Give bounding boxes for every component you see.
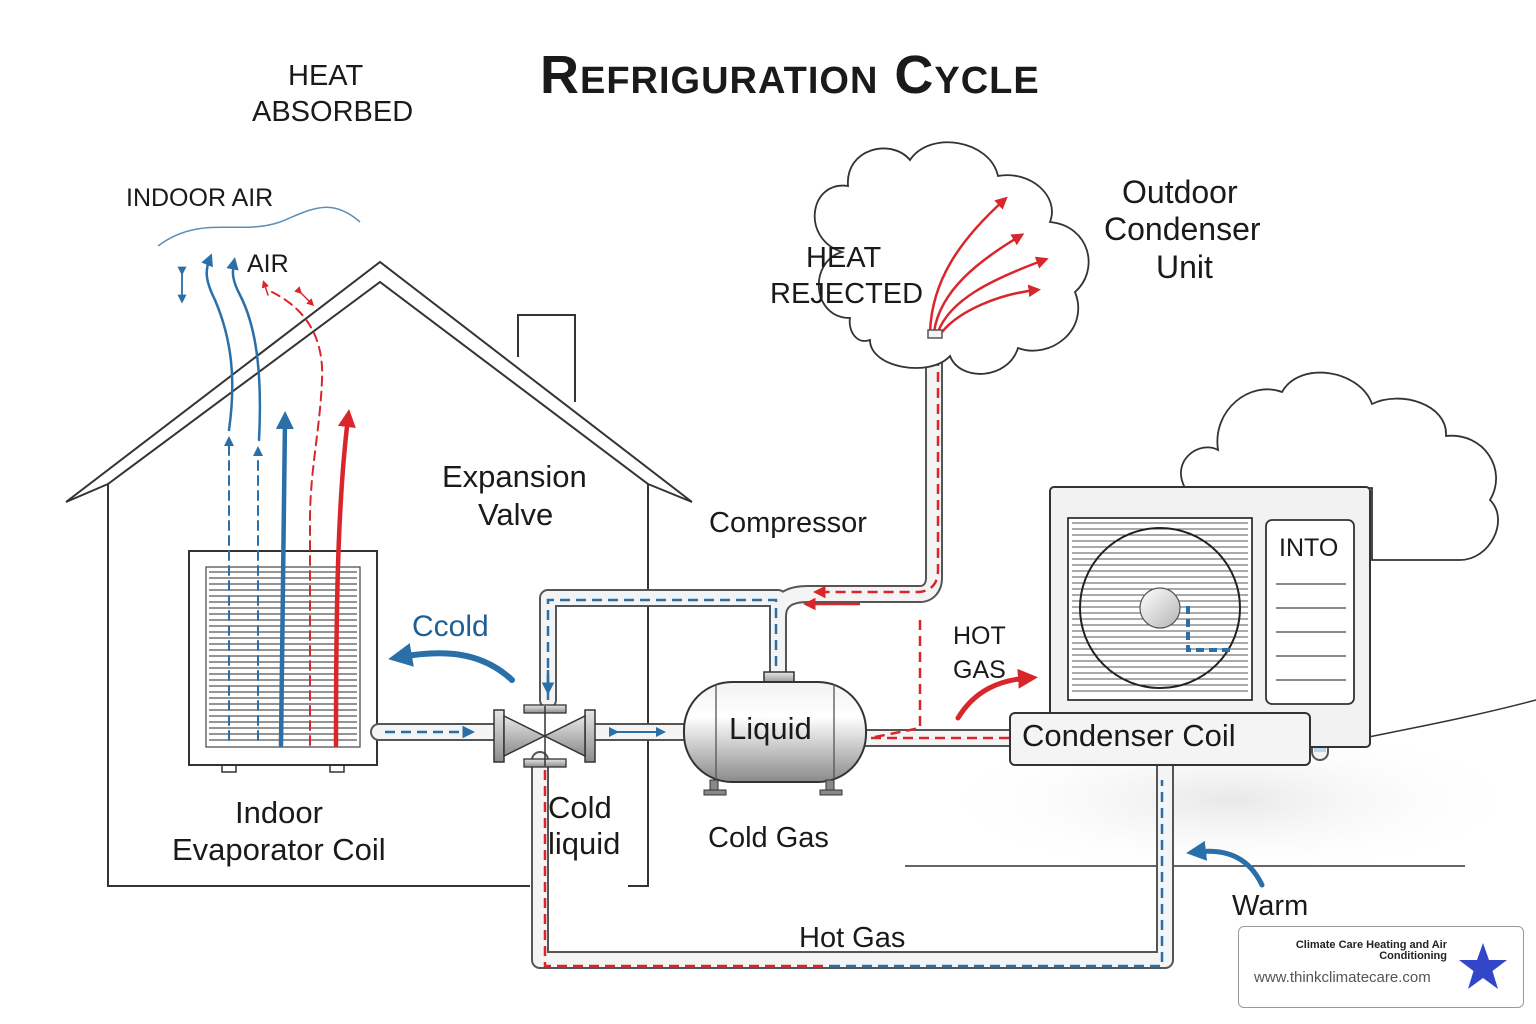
cold-label: Ccold [412,610,489,643]
indoor-air-wave [157,206,361,247]
cold-arrow [388,643,515,683]
hot-gas-bottom-label: Hot Gas [799,922,906,954]
indoor-air-arrows [177,253,356,748]
heat-absorbed-label-2: ABSORBED [252,96,414,128]
brand-url[interactable]: www.thinkclimatecare.com [1254,969,1431,986]
outdoor-unit-label-3: Unit [1156,249,1213,285]
outdoor-unit-label-2: Condenser [1104,211,1261,247]
indoor-coil-label-2: Evaporator Coil [172,832,386,867]
outdoor-cloud [1180,371,1499,561]
expansion-valve-label-1: Expansion [442,459,587,494]
liquid-receiver-tank [683,671,867,796]
outdoor-unit-label-1: Outdoor [1122,174,1238,210]
expansion-valve [493,704,596,768]
into-label: INTO [1279,534,1339,562]
star-icon [1459,943,1507,989]
cold-liquid-label-2: liquid [548,826,621,861]
liquid-label: Liquid [729,711,812,746]
heat-rejected-label-1: HEAT [806,242,882,274]
heat-absorbed-label-1: HEAT [288,60,364,92]
hot-gas-label-2: GAS [953,656,1006,684]
outdoor-condenser-unit [1049,486,1371,748]
indoor-air-label: INDOOR AIR [126,184,274,212]
heat-rejected-pipe-top [927,329,943,339]
heat-rejected-label-2: REJECTED [770,278,924,310]
condenser-coil-label: Condenser Coil [1022,718,1236,753]
hot-gas-label-1: HOT [953,622,1006,650]
brand-name: Climate Care Heating and Air Conditionin… [1295,939,1447,962]
house [65,260,693,887]
hot-gas-arrow [955,668,1038,721]
cold-liquid-label-1: Cold [548,790,612,825]
brand-card[interactable]: Climate Care Heating and Air Conditionin… [1238,926,1524,1008]
compressor-label: Compressor [709,507,867,539]
indoor-coil-label-1: Indoor [235,795,323,830]
air-label: AIR [247,250,289,278]
heat-rejected-cloud [813,141,1090,375]
heat-rejected-arrows [928,196,1049,334]
expansion-valve-label-2: Valve [478,497,554,532]
condenser-coil-box [1009,712,1311,766]
flow-lines [385,340,1164,968]
cold-gas-label: Cold Gas [708,822,829,854]
warm-label: Warm [1232,890,1309,922]
warm-arrow [1186,840,1265,888]
diagram-title: Refriguration Cycle [540,45,1040,105]
